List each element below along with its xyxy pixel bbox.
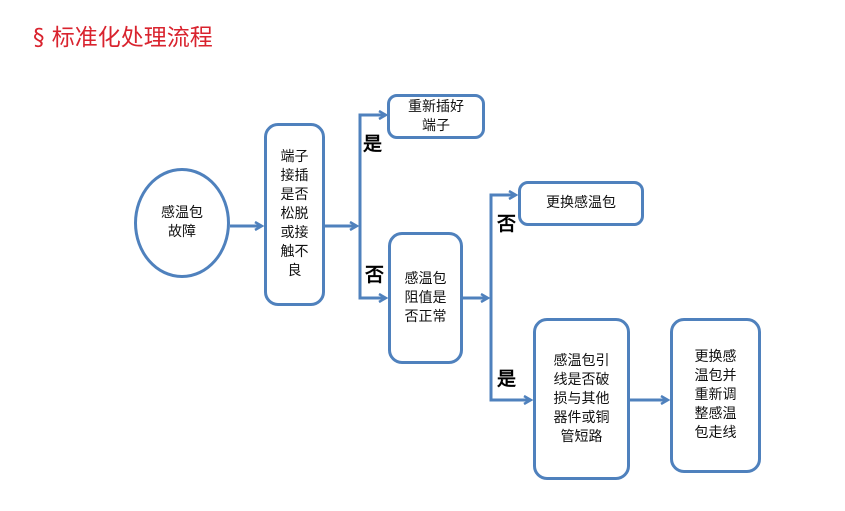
node-text: 重新调	[694, 387, 737, 403]
page-title: § 标准化处理流程	[33, 25, 213, 51]
node-text: 更换感温包	[546, 195, 616, 211]
node-text: 感温包	[404, 270, 447, 287]
node-reinsert-terminal: 重新插好 端子	[387, 94, 485, 139]
label-resistance-no: 否	[497, 213, 517, 235]
label-resistance-yes: 是	[497, 368, 517, 390]
node-check-terminal: 端子 接插 是否 松脱 或接 触不 良	[264, 123, 325, 306]
node-text: 损与其他	[553, 390, 610, 407]
branch-resistance	[489, 193, 530, 402]
node-text: 接插	[280, 168, 309, 184]
node-replace-and-reroute: 更换感 温包并 重新调 整感温 包走线	[670, 318, 761, 473]
label-terminal-no: 否	[365, 264, 385, 286]
node-text: 故障	[168, 224, 196, 240]
node-text: 温包并	[694, 368, 737, 384]
node-text: 良	[287, 263, 302, 279]
node-text: 整感温	[694, 406, 737, 422]
node-text: 更换感	[694, 349, 737, 365]
label-terminal-yes: 是	[363, 133, 383, 155]
node-text: 或接	[280, 225, 309, 241]
node-text: 是否	[280, 187, 309, 203]
node-text: 触不	[280, 244, 309, 260]
node-text: 重新插好	[408, 98, 464, 115]
node-check-lead: 感温包引 线是否破 损与其他 器件或铜 管短路	[533, 318, 630, 480]
node-text: 器件或铜	[553, 409, 610, 426]
node-check-resistance: 感温包 阻值是 否正常	[388, 232, 463, 364]
node-text: 阻值是	[404, 289, 447, 306]
node-text: 线是否破	[553, 371, 610, 388]
node-text: 否正常	[404, 308, 447, 325]
node-text: 感温包	[161, 205, 203, 221]
node-text: 包走线	[694, 425, 737, 441]
node-text: 端子	[422, 117, 450, 134]
node-replace-sensor: 更换感温包	[518, 181, 644, 226]
node-text: 松脱	[280, 206, 309, 222]
node-text: 感温包引	[553, 352, 610, 369]
node-text: 管短路	[560, 428, 603, 445]
node-sensor-fault: 感温包 故障	[134, 168, 230, 278]
node-text: 端子	[280, 149, 309, 165]
